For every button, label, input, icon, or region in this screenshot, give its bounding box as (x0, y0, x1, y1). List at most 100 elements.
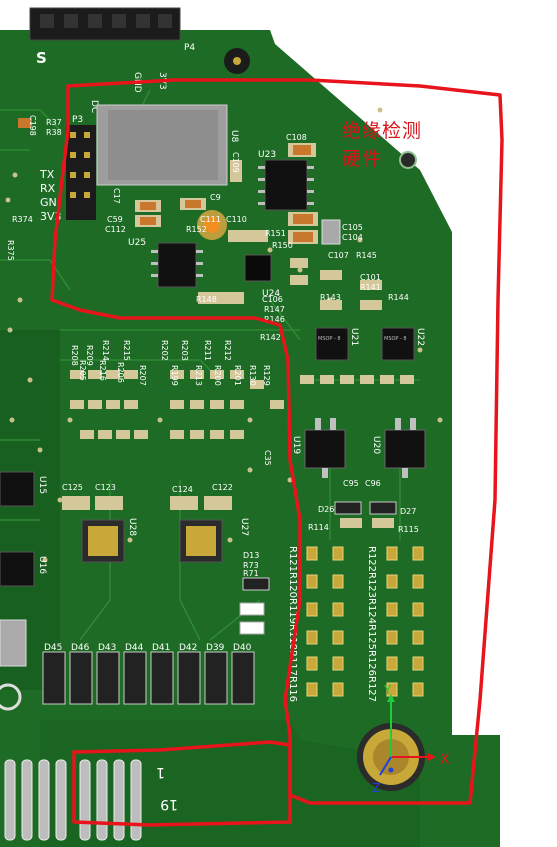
label-c95: C95 (343, 479, 359, 488)
component-grey-block[interactable] (0, 619, 27, 667)
label-r120: R120 (287, 572, 298, 598)
p4-pins (40, 14, 172, 28)
diode-d26[interactable] (334, 501, 362, 515)
u19-u20-pins (315, 418, 416, 478)
part-r8b[interactable] (239, 621, 265, 635)
label-u25: U25 (128, 238, 146, 248)
label-r152: R152 (186, 225, 207, 234)
label-msop-b: MSOP - 8 (384, 336, 407, 342)
label-r206: R206 (116, 362, 125, 383)
smd-parts-top (18, 118, 382, 310)
label-d27: D27 (400, 507, 416, 516)
label-c17: C17 (112, 188, 121, 204)
label-p4: P4 (184, 43, 195, 53)
label-r207: R207 (138, 365, 147, 386)
ic-u19[interactable] (304, 429, 346, 469)
label-c110: C110 (226, 215, 247, 224)
u23-pins (258, 166, 314, 205)
label-u20: U20 (371, 436, 381, 454)
label-r209: R209 (85, 345, 94, 366)
label-r129: R129 (262, 365, 271, 386)
label-r200: R200 (213, 365, 222, 386)
label-r205: R205 (78, 360, 87, 381)
label-d13: D13 (243, 551, 259, 560)
ic-u24[interactable] (244, 254, 272, 282)
r115-body (372, 518, 394, 528)
axis-label-y: Y (383, 683, 392, 697)
label-p3: P3 (72, 115, 83, 125)
ic-u16[interactable] (0, 551, 35, 587)
mounting-hole-left (0, 683, 22, 711)
label-d42: D42 (179, 643, 197, 653)
connector-p4[interactable] (29, 7, 181, 41)
mounting-hole-right (399, 151, 417, 169)
label-r212: R212 (223, 340, 232, 361)
ic-u25[interactable] (157, 242, 197, 288)
label-r116: R116 (287, 676, 298, 702)
ic-u21[interactable] (315, 327, 349, 361)
label-r118: R118 (287, 624, 298, 650)
label-r127: R127 (366, 676, 377, 702)
pin-label-dc: DC (89, 100, 99, 113)
coordinate-axes (379, 694, 436, 776)
ic-u22[interactable] (381, 327, 415, 361)
label-r130: R130 (248, 365, 257, 386)
resistor-labels-mid: R208 R209 R205 R214 R216 R215 R206 R207 … (70, 340, 271, 386)
p3-pins (70, 132, 90, 198)
label-r124: R124 (366, 598, 377, 624)
label-u16: U16 (37, 556, 47, 574)
label-r141: R141 (360, 283, 381, 292)
label-u27: U27 (239, 518, 249, 536)
ic-u15[interactable] (0, 471, 35, 507)
axis-label-x: X (440, 752, 450, 768)
label-r216: R216 (98, 360, 107, 381)
label-r123: R123 (366, 572, 377, 598)
ic-u20[interactable] (384, 429, 426, 469)
label-r150: R150 (272, 241, 293, 250)
label-c35: C35 (263, 450, 272, 466)
label-c112: C112 (105, 225, 126, 234)
label-c123: C123 (95, 483, 116, 492)
label-r199: R199 (170, 365, 179, 386)
label-d26: D26 (318, 505, 334, 514)
label-r115: R115 (398, 525, 419, 534)
component-c105-block[interactable] (321, 219, 341, 245)
label-r117: R117 (287, 650, 298, 676)
c122-body (204, 496, 232, 510)
annotation-outline-bottom (72, 740, 292, 827)
u25-pins (151, 250, 203, 277)
bottom-connector[interactable] (4, 759, 142, 841)
u8-top (108, 110, 218, 180)
label-c111: C111 (200, 215, 221, 224)
label-d43: D43 (98, 643, 116, 653)
annotation-text: 绝缘检测 硬件 (342, 117, 422, 173)
label-c9: C9 (210, 193, 221, 202)
label-s: S (36, 49, 47, 67)
resistor-labels-bottom: R121 R120 R119 R118 R117 R116 R122 R123 … (287, 546, 377, 702)
signal-gn: GN (40, 196, 57, 209)
label-r121: R121 (287, 546, 298, 572)
label-r146: R146 (264, 315, 285, 324)
label-r126: R126 (366, 650, 377, 676)
label-d40: D40 (233, 643, 252, 653)
c124-body (170, 496, 198, 510)
selection-glow-core (204, 217, 220, 233)
part-r8[interactable] (239, 602, 265, 616)
label-pin-19: 19 (160, 796, 178, 812)
annotation-outline-main (50, 78, 504, 805)
label-r208: R208 (70, 345, 79, 366)
label-r119: R119 (287, 598, 298, 624)
axis-label-z: Z (372, 781, 380, 795)
label-pin-1: 1 (156, 764, 165, 780)
ic-u23[interactable] (264, 159, 308, 211)
diode-labels: D45 D46 D43 D44 D41 D42 D39 D40 (44, 643, 252, 653)
label-d44: D44 (125, 643, 144, 653)
label-u22: U22 (415, 328, 425, 346)
label-u19: U19 (291, 436, 301, 454)
label-c106: C106 (262, 295, 283, 304)
diode-d27[interactable] (369, 501, 397, 515)
diode-d13[interactable] (242, 577, 270, 591)
u27-pad (186, 526, 216, 556)
